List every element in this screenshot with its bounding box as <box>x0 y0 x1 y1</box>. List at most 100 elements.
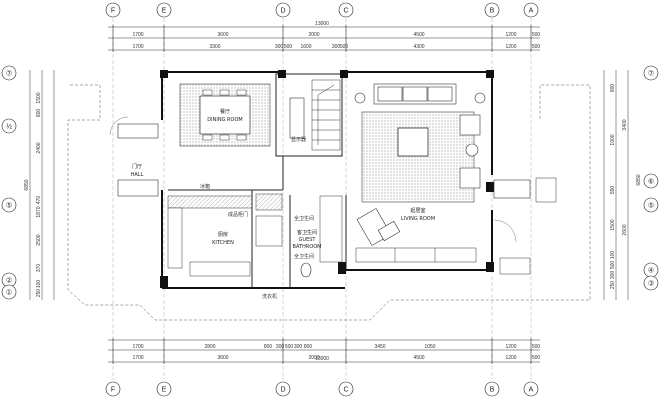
lounge-chair <box>356 208 401 246</box>
living-door-swing <box>493 219 517 243</box>
hall-label-en: HALL <box>131 172 144 178</box>
dim-bottom-row1-7: 3450 <box>374 344 385 350</box>
axis-label-bottom-C: C <box>343 387 348 394</box>
dim-right2-0: 3400 <box>622 119 628 130</box>
kitchen-counter-bottom <box>189 261 251 277</box>
coffee-table <box>397 127 429 157</box>
armchairs <box>354 92 486 189</box>
dim-bottom-row1-8: 1050 <box>424 344 435 350</box>
dim-left-5: 2500 <box>36 234 42 245</box>
dining-room-label-en: DINING ROOM <box>207 117 242 123</box>
dim-left-3: 470 <box>36 196 42 205</box>
kitchen-label-cn: 厨房 <box>218 231 228 238</box>
axis-label-top-E: E <box>162 8 167 15</box>
kitchen-counter-left <box>167 207 183 269</box>
dim-bottom-row2-0: 1700 <box>132 355 143 361</box>
right-axis-bubbles <box>643 65 659 291</box>
dim-right-7: 250 <box>610 281 616 290</box>
dim-top-row2-3: 500 <box>284 44 293 50</box>
bottom-axis-bubbles <box>105 381 539 397</box>
axis-label-top-C: C <box>343 8 348 15</box>
dim-right-5: 500 <box>610 261 616 270</box>
dining-chairs <box>202 89 247 141</box>
bathroom-label-en-1: GUEST <box>299 237 317 243</box>
axis-label-bottom-E: E <box>162 387 167 394</box>
axis-label-top-A: A <box>529 8 534 15</box>
axis-label-left-2: ⑤ <box>6 202 12 210</box>
dim-right-0: 800 <box>610 84 616 93</box>
dim-total-top: 13000 <box>315 21 329 27</box>
dimension-ticks <box>112 25 532 364</box>
axis-label-left-4: ① <box>6 289 12 297</box>
kitchen-counter-top <box>167 195 253 209</box>
dim-bottom-row1-3: 300 <box>276 344 285 350</box>
dim-bottom-row2-1: 3600 <box>217 355 228 361</box>
dim-bottom-row2-4: 1200 <box>505 355 516 361</box>
axis-label-right-4: ③ <box>648 280 654 288</box>
axis-label-top-B: B <box>490 8 495 15</box>
kitchen-note-2: 成品柜门 <box>228 211 248 218</box>
dim-top-row2-1: 3300 <box>209 44 220 50</box>
hall-label-cn: 门厅 <box>132 163 142 170</box>
living-room-label-en: LIVING ROOM <box>401 216 435 222</box>
dim-right-6: 300 <box>610 271 616 280</box>
bathroom-note-2: 全卫生间 <box>294 253 314 260</box>
axis-label-left-0: ⑦ <box>6 70 12 78</box>
dim-top-row1-4: 1200 <box>505 32 516 38</box>
display-cabinet-note: 显示器 <box>291 137 306 143</box>
left-dimension-lines <box>29 70 55 300</box>
bathroom-note-3: 洗衣机 <box>262 293 277 300</box>
bath-vanity <box>319 195 343 263</box>
axis-label-right-2: ⑤ <box>648 202 654 210</box>
dim-right-2: 550 <box>610 186 616 195</box>
kitchen-note-1: 冰箱 <box>200 183 210 190</box>
dim-top-row2-2: 300 <box>275 44 284 50</box>
toilet <box>300 262 312 278</box>
dim-left-6: 370 <box>36 264 42 273</box>
hall-window-bay-2 <box>117 179 159 197</box>
dim-top-row2-6: 500 <box>340 44 349 50</box>
dim-total-bottom: 13000 <box>315 356 329 362</box>
sofa <box>373 83 457 105</box>
top-axis-bubbles <box>105 2 539 18</box>
dim-left-2: 2400 <box>36 142 42 153</box>
kitchen-cabinet <box>255 215 283 247</box>
dimension-labels: 13000 13000 1700 3600 2000 4500 1200 500 1700 330… <box>24 21 642 362</box>
dim-bottom-row1-9: 1200 <box>505 344 516 350</box>
dim-right2-1: 2600 <box>622 224 628 235</box>
dim-top-row2-8: 1200 <box>505 44 516 50</box>
axis-label-top-D: D <box>280 8 285 15</box>
dim-bottom-row2-2: 2000 <box>308 355 319 361</box>
dim-bottom-row1-6: 800 <box>304 344 313 350</box>
axis-label-top-F: F <box>111 8 115 15</box>
dim-left-8: 250 <box>36 289 42 298</box>
right-dimension-lines <box>603 70 629 300</box>
dim-top-row2-5: 300 <box>332 44 341 50</box>
dim-left-0: 1500 <box>36 92 42 103</box>
hall-window-bay <box>117 123 159 139</box>
dim-left-total: 6850 <box>24 179 30 190</box>
dim-bottom-row1-10: 500 <box>532 344 541 350</box>
dim-left-1: 800 <box>36 109 42 118</box>
dim-left-4: 1870 <box>36 206 42 217</box>
dim-bottom-row2-5: 500 <box>532 355 541 361</box>
dim-top-row2-0: 1700 <box>132 44 143 50</box>
living-bay-window-2 <box>499 257 531 275</box>
dining-table <box>199 95 251 135</box>
dim-bottom-row1-1: 2800 <box>204 344 215 350</box>
dim-top-row1-2: 2000 <box>308 32 319 38</box>
dim-top-row1-3: 4500 <box>413 32 424 38</box>
dim-bottom-row1-0: 1700 <box>132 344 143 350</box>
dining-room-label-cn: 餐厅 <box>220 108 230 115</box>
axis-label-right-3: ④ <box>648 267 654 275</box>
dim-bottom-row1-4: 500 <box>285 344 294 350</box>
living-room-label-cn: 起居室 <box>410 207 425 214</box>
tv-console <box>355 247 477 263</box>
axis-label-right-1: ⑥ <box>648 178 654 186</box>
entrance-door-swing <box>109 116 129 136</box>
living-rug <box>361 111 475 203</box>
axis-label-left-1: ½ <box>6 123 12 131</box>
bathroom-note-1: 全卫生间 <box>294 215 314 222</box>
living-bay-window <box>493 179 531 199</box>
